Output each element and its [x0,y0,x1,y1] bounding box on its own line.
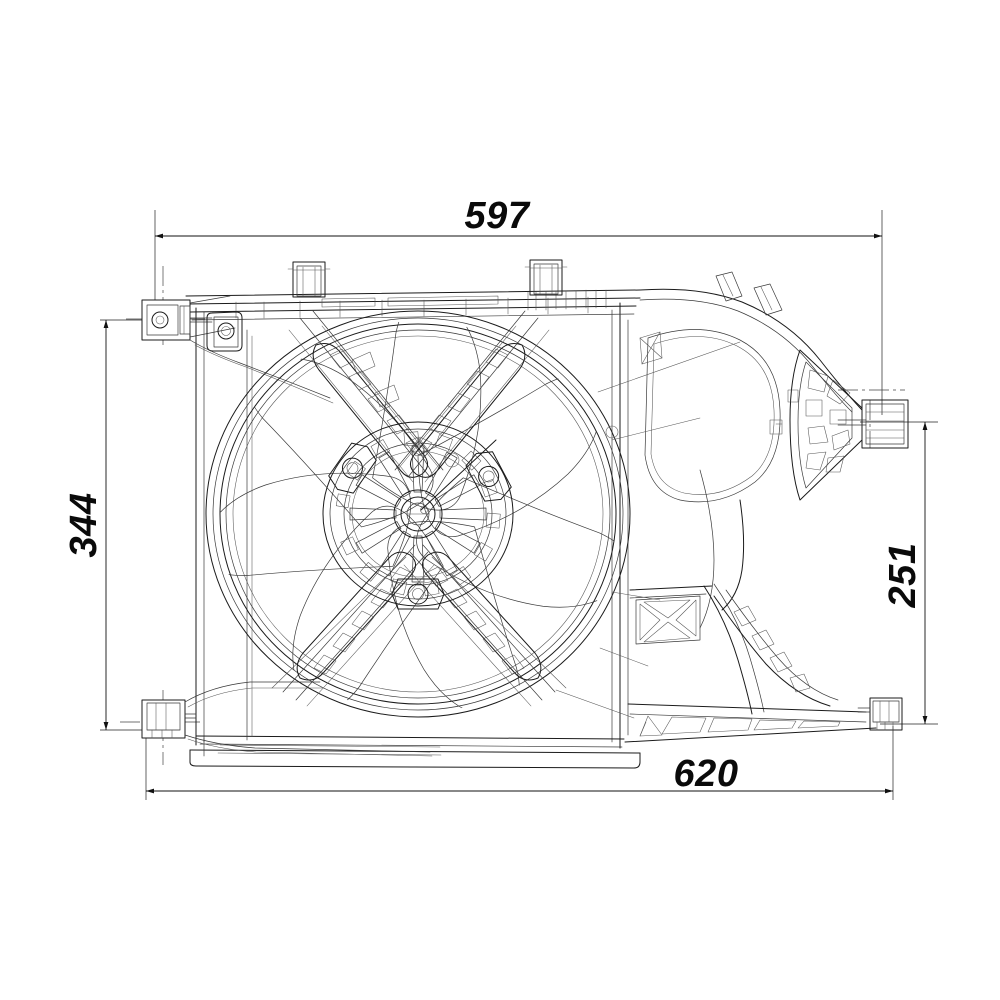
bottom-ribbed-beam [625,704,876,742]
mount-bracket-right [837,400,908,448]
fan-shroud-rings [206,311,630,717]
dimension-label-620: 620 [674,753,739,795]
top-clip-left [287,262,331,297]
dimension-label-597: 597 [465,195,531,237]
top-clip-right [524,260,568,295]
dimension-620-group: 620 [145,716,894,800]
right-arm-lattice [805,369,851,473]
lower-right-brace [714,589,839,706]
strut-sw [271,544,435,707]
right-shroud-wing [555,271,908,742]
fan-hub [323,422,514,609]
dimension-597-group: 597 [154,195,883,415]
mount-bracket-bottom-left [142,681,433,757]
mount-bracket-bottom-right [857,698,902,730]
fan-blades [220,321,616,713]
dimension-344-group: 344 [63,319,182,731]
shroud-boss-hole [605,425,619,439]
hub-mount-bosses [325,438,514,609]
dimension-251-group: 251 [860,421,938,725]
mid-lattice-block [630,586,712,645]
dimension-label-344: 344 [63,493,105,558]
hub-spokes [349,445,487,583]
shroud-frame [186,260,640,768]
strut-ne [394,310,550,483]
mount-bracket-top-left [142,295,334,404]
strut-nw [288,310,444,483]
dimension-label-251: 251 [882,543,924,609]
shroud-top-tabs [715,271,783,316]
hub-ring-lattice [335,431,501,597]
